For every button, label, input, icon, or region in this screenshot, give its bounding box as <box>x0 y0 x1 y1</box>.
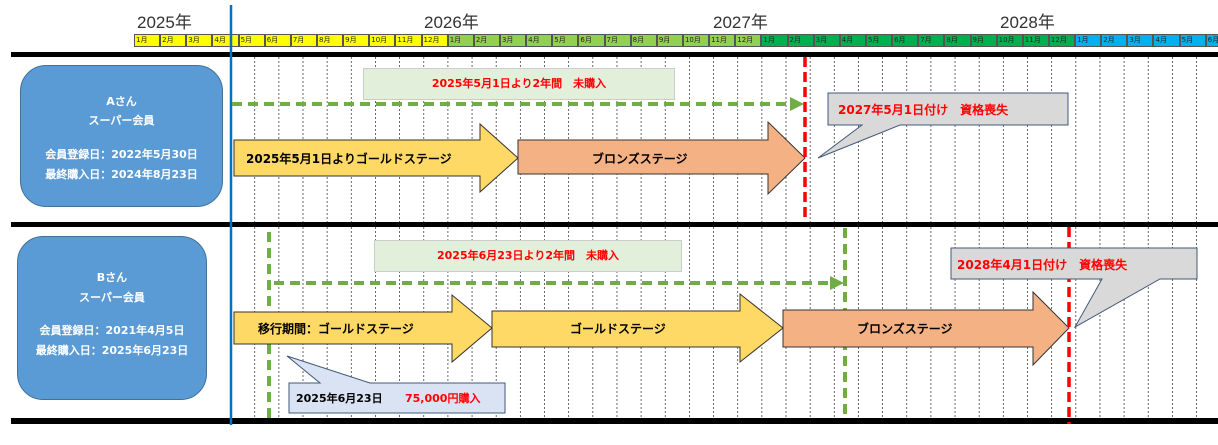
month-cell: 9月 <box>970 34 997 47</box>
month-cell: 6月 <box>578 34 605 47</box>
month-cell: 4月 <box>1153 34 1180 47</box>
month-cell: 2月 <box>473 34 500 47</box>
month-cell: 12月 <box>421 34 448 47</box>
b-loss-callout-shape <box>950 247 1198 329</box>
month-cell: 11月 <box>395 34 422 47</box>
month-cell: 5月 <box>1179 34 1206 47</box>
divider-bottom <box>11 418 1218 424</box>
a-bronze-stage-arrow <box>517 120 806 196</box>
member-a-registered: 会員登録日：2022年5月30日 <box>45 148 198 161</box>
month-cell: 5月 <box>552 34 579 47</box>
month-gridlines <box>254 57 1197 418</box>
member-b-rank: スーパー会員 <box>79 291 145 304</box>
member-a-card: Aさん スーパー会員 会員登録日：2022年5月30日 最終購入日：2024年8… <box>20 65 223 207</box>
member-b-last-purchase: 最終購入日：2025年6月23日 <box>35 344 189 357</box>
b-bronze-stage-label: ブロンズステージ <box>857 322 953 336</box>
month-cell: 6月 <box>892 34 919 47</box>
a-loss-callout-text: 2027年5月1日付け 資格喪失 <box>838 103 1009 117</box>
member-a-name: Aさん <box>106 95 137 108</box>
member-a-rank: スーパー会員 <box>88 114 155 127</box>
member-b-registered: 会員登録日：2021年4月5日 <box>39 324 185 337</box>
month-cell: 6月 <box>264 34 291 47</box>
divider-top <box>11 52 1218 57</box>
divider-middle <box>11 222 1218 227</box>
month-cell: 7月 <box>290 34 317 47</box>
year-label-2025: 2025年 <box>137 13 192 32</box>
b-no-purchase-label: 2025年6月23日より2年間 未購入 <box>374 240 682 272</box>
year-label-2028: 2028年 <box>1000 13 1055 32</box>
b-purchase-amount: 75,000円購入 <box>405 392 481 405</box>
month-cell: 11月 <box>709 34 736 47</box>
month-cell: 10月 <box>369 34 396 47</box>
month-cell: 5月 <box>238 34 265 47</box>
b-transition-stage-arrow <box>233 293 493 364</box>
b-transition-stage-label: 移行期間：ゴールドステージ <box>258 322 414 336</box>
member-b-card: Bさん スーパー会員 会員登録日：2021年4月5日 最終購入日：2025年6月… <box>17 236 207 400</box>
month-cell: 12月 <box>735 34 762 47</box>
month-cell: 4月 <box>526 34 553 47</box>
month-cell: 3月 <box>499 34 527 47</box>
month-cell: 11月 <box>1022 34 1049 47</box>
a-gold-stage-arrow <box>233 122 519 194</box>
member-a-last-purchase: 最終購入日：2024年8月23日 <box>45 168 198 181</box>
month-cell: 1月 <box>134 34 161 47</box>
b-dashed-arrowhead <box>830 276 844 290</box>
month-cell: 9月 <box>343 34 370 47</box>
a-bronze-stage-label: ブロンズステージ <box>592 152 688 166</box>
year-label-2027: 2027年 <box>713 13 768 32</box>
month-cell: 5月 <box>865 34 893 47</box>
member-b-name: Bさん <box>96 271 128 284</box>
month-cell: 8月 <box>630 34 657 47</box>
a-gold-stage-label: 2025年5月1日よりゴールドステージ <box>246 152 452 166</box>
month-cell: 7月 <box>918 34 945 47</box>
month-cell: 10月 <box>682 34 710 47</box>
month-cell: 6月 <box>1205 34 1218 47</box>
b-bronze-stage-arrow <box>782 290 1070 367</box>
month-cell: 3月 <box>813 34 840 47</box>
month-cell: 2月 <box>787 34 814 47</box>
b-gold-stage-label: ゴールドステージ <box>570 322 666 336</box>
b-purchase-date: 2025年6月23日 <box>296 392 383 405</box>
month-cell: 1月 <box>1075 34 1102 47</box>
month-cell: 7月 <box>604 34 631 47</box>
month-cell: 4月 <box>839 34 866 47</box>
month-cell: 1月 <box>761 34 788 47</box>
month-cell: 3月 <box>1127 34 1154 47</box>
a-loss-callout-shape <box>817 92 1069 159</box>
a-dashed-arrowhead <box>790 97 804 111</box>
month-cell: 12月 <box>1048 34 1076 47</box>
a-no-purchase-label: 2025年5月1日より2年間 未購入 <box>363 68 675 100</box>
month-cell: 10月 <box>996 34 1023 47</box>
month-cell: 8月 <box>944 34 971 47</box>
b-purchase-callout-shape <box>286 355 506 414</box>
b-gold-stage-arrow <box>491 292 784 364</box>
month-cell: 2月 <box>1101 34 1128 47</box>
month-cell: 8月 <box>316 34 344 47</box>
month-cell: 3月 <box>186 34 213 47</box>
month-cell: 2月 <box>160 34 187 47</box>
month-cell: 1月 <box>447 34 474 47</box>
year-label-2026: 2026年 <box>424 13 479 32</box>
b-loss-callout-text: 2028年4月1日付け 資格喪失 <box>957 258 1128 272</box>
month-cell: 9月 <box>656 34 683 47</box>
